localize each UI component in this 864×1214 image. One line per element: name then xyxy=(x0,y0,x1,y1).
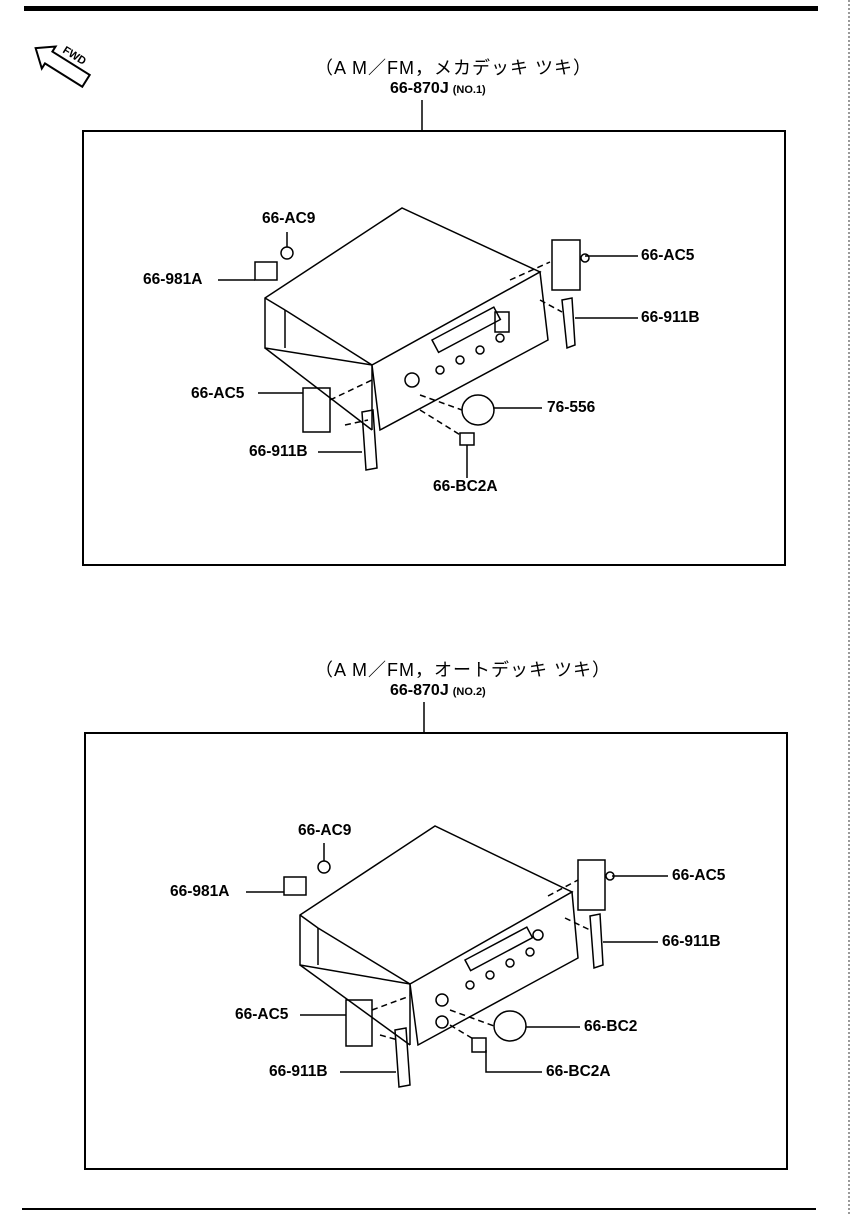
diagram-1-label-knob: 76-556 xyxy=(547,399,596,416)
fwd-label: FWD xyxy=(60,44,88,67)
diagram-1-label-ac5-right: 66-AC5 xyxy=(641,247,695,264)
diagram-1-label-ac5-left: 66-AC5 xyxy=(191,385,245,402)
bottom-rule xyxy=(22,1208,816,1210)
diagram-2-label-981a: 66-981A xyxy=(170,883,230,900)
diagram-2-label-ac5-right: 66-AC5 xyxy=(672,867,726,884)
diagram-2-label-knob: 66-BC2 xyxy=(584,1018,638,1035)
diagram-2-label-ac9: 66-AC9 xyxy=(298,822,352,839)
page-edge xyxy=(848,0,864,1214)
diagram-2-heading: （A M／FM，オートデッキ ツキ） xyxy=(315,660,611,680)
diagram-2-label-ac5-left: 66-AC5 xyxy=(235,1006,289,1023)
diagram-1-panel xyxy=(82,130,786,566)
diagram-1-label-ac9: 66-AC9 xyxy=(262,210,316,227)
diagram-1-label-981a: 66-981A xyxy=(143,271,203,288)
diagram-1-heading: （A M／FM，メカデッキ ツキ） xyxy=(315,58,592,78)
top-rule xyxy=(24,6,818,11)
diagram-2-label-911b-right: 66-911B xyxy=(662,933,721,950)
diagram-2-label-911b-left: 66-911B xyxy=(269,1063,328,1080)
diagram-1-label-bc2a: 66-BC2A xyxy=(433,478,498,495)
diagram-2-label-bc2a: 66-BC2A xyxy=(546,1063,611,1080)
diagram-1-part-number: 66-870J(NO.1) xyxy=(390,80,486,97)
diagram-2-panel xyxy=(84,732,788,1170)
diagram-1-label-911b-left: 66-911B xyxy=(249,443,308,460)
diagram-2-part-number: 66-870J(NO.2) xyxy=(390,682,486,699)
diagram-1-label-911b-right: 66-911B xyxy=(641,309,700,326)
